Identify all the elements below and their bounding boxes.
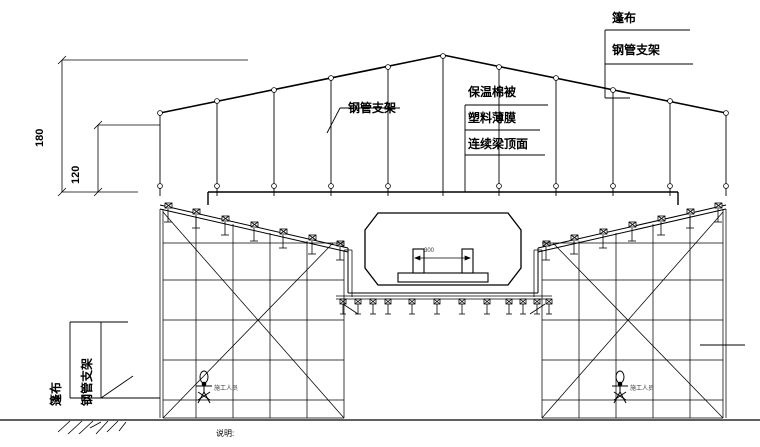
roof-joint-nodes <box>157 53 729 189</box>
ground-hatching <box>57 420 127 435</box>
label-worker-left: 施工人员 <box>214 386 239 392</box>
central-support-row <box>336 295 552 300</box>
label-worker-right: 施工人员 <box>630 386 655 392</box>
dimension-pier-span: 300 <box>424 248 435 254</box>
label-tarp-top: 篷布 <box>612 11 637 25</box>
dimension-overall-height: 180 <box>34 128 46 147</box>
left-scaffold-grid <box>159 209 353 419</box>
left-leader-lines <box>69 321 160 399</box>
central-pier <box>397 248 489 283</box>
label-pipe-bracket-mid: 钢管支架 <box>348 101 397 115</box>
label-tarp-left: 篷布 <box>49 381 63 406</box>
right-scaffold-cross-bracing <box>541 211 724 419</box>
middle-leader-line <box>326 107 400 134</box>
worker-figure-left <box>196 370 212 404</box>
left-deck-hangers <box>164 202 345 261</box>
central-support-hangers <box>339 298 553 315</box>
roof-frame <box>159 54 727 114</box>
continuous-beam-platform <box>207 191 679 205</box>
drawing-note-heading: 说明: <box>216 429 235 438</box>
worker-figure-right <box>612 370 628 404</box>
label-plastic-film: 塑料薄膜 <box>468 111 517 125</box>
label-pipe-bracket-left: 钢管支架 <box>80 357 94 406</box>
left-scaffold-cross-bracing <box>162 211 345 419</box>
central-box-girder <box>364 212 522 286</box>
center-label-leaders <box>464 104 548 192</box>
label-pipe-bracket-top-right: 钢管支架 <box>612 43 661 57</box>
dimension-inner-height: 120 <box>70 165 82 184</box>
box-girder-soffit <box>347 252 539 294</box>
right-deck-hangers <box>542 202 723 261</box>
right-scaffold-grid <box>533 209 727 419</box>
pier-span-dimension-line <box>414 255 471 261</box>
roof-frame-thin <box>159 57 727 196</box>
right-top-leader-lines <box>604 29 693 99</box>
label-beam-top-surface: 连续梁顶面 <box>468 137 529 151</box>
dimension-lines-left <box>57 55 248 197</box>
label-insulation-quilt: 保温棉被 <box>468 85 517 99</box>
